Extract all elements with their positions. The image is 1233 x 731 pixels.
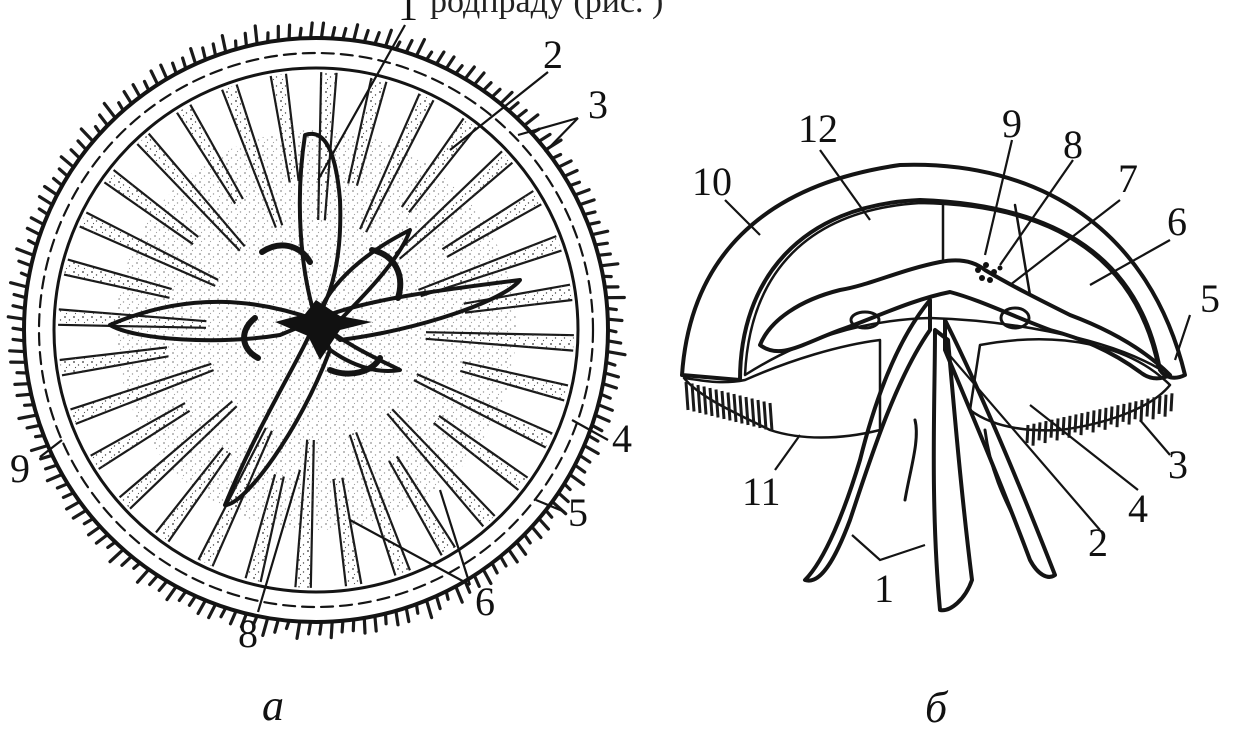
fig-b-label-11: 11 [742, 469, 781, 514]
header-text-fragment: родпраду (рис. ) [430, 0, 663, 20]
fig-a-label-6: 6 [475, 579, 495, 624]
fig-b-label-6: 6 [1167, 199, 1187, 244]
fig-b-label-5: 5 [1200, 276, 1220, 321]
fig-b-label-3: 3 [1168, 442, 1188, 487]
fig-b-label-12: 12 [798, 106, 838, 151]
figure-b-side-section: 10 12 9 8 7 6 5 3 4 2 11 1 б [682, 101, 1220, 731]
fig-b-label-2: 2 [1088, 520, 1108, 565]
fig-b-label-8: 8 [1063, 122, 1083, 167]
fig-a-label-4: 4 [612, 416, 632, 461]
fig-a-label-9: 9 [10, 446, 30, 491]
fig-a-label-2: 2 [543, 32, 563, 77]
fig-b-label-9: 9 [1002, 101, 1022, 146]
fig-b-caption: б [925, 683, 949, 731]
fig-b-label-7: 7 [1118, 156, 1138, 201]
fig-b-label-10: 10 [692, 159, 732, 204]
fig-a-label-8: 8 [238, 611, 258, 656]
fig-b-label-1: 1 [874, 566, 894, 611]
bell-margin-tentacles [686, 382, 1172, 446]
bell-inner [745, 203, 1158, 375]
fig-a-caption: а [262, 681, 284, 730]
fig-a-label-1: 1 [398, 0, 418, 29]
fig-b-label-4: 4 [1128, 486, 1148, 531]
fig-a-label-3: 3 [588, 82, 608, 127]
figure-a-top-view: 1 2 3 4 5 6 8 9 а [8, 0, 632, 730]
fig-a-label-5: 5 [568, 490, 588, 535]
